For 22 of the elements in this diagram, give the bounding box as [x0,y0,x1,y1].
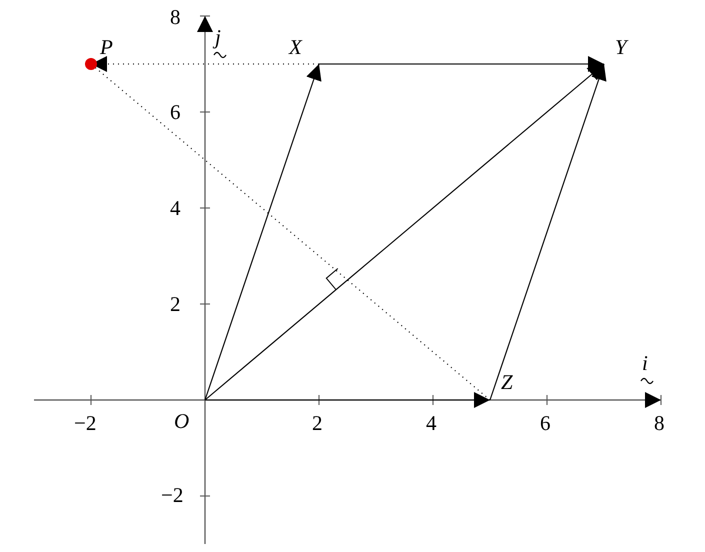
point-label: O [174,410,190,432]
tick-label: 2 [312,412,322,434]
arrow [489,64,606,400]
arrow [205,392,490,408]
tick-label: 4 [170,197,180,219]
axis-label: i [642,352,648,374]
tick-label: 8 [170,6,180,28]
tick-label: 8 [654,412,664,434]
tick-label: −2 [161,484,184,506]
arrow [204,64,322,400]
point-label: Y [615,36,627,58]
tick-label: −2 [74,412,96,434]
point-label: X [289,36,302,58]
tick-label: 2 [170,293,180,315]
point-label: Z [501,371,513,393]
arrow [319,56,604,72]
tick-label: 4 [426,412,436,434]
tick-label: 6 [170,101,180,123]
axis-label: j [215,26,221,48]
point-label: P [100,36,113,58]
arrow [204,64,604,400]
tick-label: 6 [540,412,550,434]
